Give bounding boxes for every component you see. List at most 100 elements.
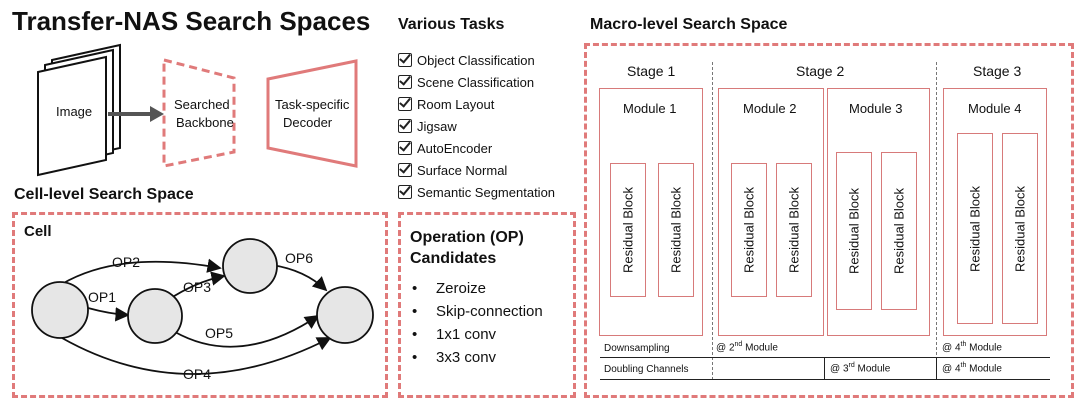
at-sign: @ <box>942 342 953 354</box>
residual-block-label: Residual Block <box>741 187 757 273</box>
residual-block: Residual Block <box>957 133 993 324</box>
cell-node-output <box>316 286 374 344</box>
op1-label: OP1 <box>88 289 117 305</box>
decoder-trapezoid <box>266 59 358 168</box>
checkbox-icon <box>398 141 412 155</box>
task-item: Scene Classification <box>398 71 555 93</box>
ordinal-number: 4 <box>954 342 961 354</box>
task-list: Object Classification Scene Classificati… <box>398 49 555 203</box>
residual-block-label: Residual Block <box>620 187 636 273</box>
module-4-label: Module 4 <box>968 101 1022 116</box>
image-frame-front <box>37 55 107 177</box>
task-label: Jigsaw <box>417 118 457 134</box>
doubling-label: Doubling Channels <box>604 364 689 375</box>
stage-2-label: Stage 2 <box>796 63 845 79</box>
residual-block-label: Residual Block <box>786 187 802 273</box>
module-word: Module <box>969 363 1002 375</box>
module-word: Module <box>857 363 891 375</box>
edge-op2 <box>61 258 222 285</box>
residual-block: Residual Block <box>731 163 767 297</box>
task-item: Jigsaw <box>398 115 555 137</box>
pipeline-diagram <box>37 43 358 177</box>
checkbox-icon <box>398 53 412 67</box>
cell-label: Cell <box>24 223 52 240</box>
op4-label: OP4 <box>183 366 212 382</box>
task-label: AutoEncoder <box>417 140 493 156</box>
op-candidates-heading-line1: Operation (OP) <box>410 229 524 246</box>
ordinal-number: 4 <box>954 363 961 375</box>
edge-op6 <box>271 264 328 292</box>
residual-block: Residual Block <box>658 163 694 297</box>
image-label: Image <box>56 104 93 119</box>
page-title: Transfer-NAS Search Spaces <box>12 6 371 36</box>
annotation-divider <box>600 357 1050 358</box>
edge-op1 <box>87 307 130 322</box>
decoder-label-line1: Task-specific <box>275 97 350 112</box>
module-word: Module <box>745 342 778 354</box>
stage-divider-1 <box>712 62 713 380</box>
task-item: Room Layout <box>398 93 555 115</box>
backbone-label-line2: Backbone <box>176 115 234 130</box>
op-candidates-heading-line2: Candidates <box>410 250 497 267</box>
macro-box <box>584 43 1074 398</box>
at-sign: @ <box>942 363 953 375</box>
doubling-at-module-3: @ 3rd Module <box>830 362 890 374</box>
decoder-label-line2: Decoder <box>283 115 333 130</box>
cell-graph <box>31 238 374 375</box>
residual-block-label: Residual Block <box>668 187 684 273</box>
residual-block: Residual Block <box>610 163 646 297</box>
op-candidates-list: Zeroize Skip-connection 1x1 conv 3x3 con… <box>412 280 543 372</box>
cell-space-heading: Cell-level Search Space <box>14 186 194 203</box>
downsampling-at-module-2: @ 2nd Module <box>716 341 778 353</box>
module-2-label: Module 2 <box>743 101 797 116</box>
checkbox-icon <box>398 75 412 89</box>
residual-block: Residual Block <box>836 152 872 310</box>
residual-block: Residual Block <box>1002 133 1038 324</box>
cell-node-1 <box>127 288 183 344</box>
op-candidate-item: Zeroize <box>412 280 543 303</box>
module-3-label: Module 3 <box>849 101 903 116</box>
ordinal-number: 2 <box>728 342 735 354</box>
at-sign: @ <box>716 342 727 354</box>
ordinal-suffix: th <box>960 341 967 348</box>
checkbox-icon <box>398 119 412 133</box>
cell-node-2 <box>222 238 278 294</box>
cell-node-input <box>31 281 89 339</box>
checkbox-icon <box>398 185 412 199</box>
at-sign: @ <box>830 363 841 375</box>
residual-block: Residual Block <box>881 152 917 310</box>
doubling-at-module-4: @ 4th Module <box>942 362 1002 374</box>
pipeline-arrow-head <box>150 106 164 122</box>
task-item: Semantic Segmentation <box>398 181 555 203</box>
op3-label: OP3 <box>183 279 212 295</box>
annotation-tick-3 <box>824 357 825 379</box>
module-word: Module <box>969 342 1002 354</box>
downsampling-at-module-4: @ 4th Module <box>942 341 1002 353</box>
checkbox-icon <box>398 163 412 177</box>
annotation-tick-4 <box>936 357 937 379</box>
op-candidate-item: 1x1 conv <box>412 326 543 349</box>
task-label: Semantic Segmentation <box>417 184 556 200</box>
task-item: AutoEncoder <box>398 137 555 159</box>
ordinal-suffix: rd <box>848 362 855 369</box>
residual-block: Residual Block <box>776 163 812 297</box>
task-label: Surface Normal <box>417 162 508 178</box>
residual-block-label: Residual Block <box>1012 185 1028 272</box>
macro-heading: Macro-level Search Space <box>590 16 788 33</box>
task-label: Scene Classification <box>417 74 535 90</box>
backbone-trapezoid <box>162 58 236 168</box>
backbone-label-line1: Searched <box>174 97 230 112</box>
op-candidate-item: Skip-connection <box>412 303 543 326</box>
ordinal-suffix: th <box>960 362 967 369</box>
annotation-bottom-line <box>600 379 1050 380</box>
stage-1-label: Stage 1 <box>627 63 676 79</box>
residual-block-label: Residual Block <box>891 188 907 274</box>
task-item: Surface Normal <box>398 159 555 181</box>
cell-space-box <box>12 212 388 398</box>
op5-label: OP5 <box>205 325 234 341</box>
residual-block-label: Residual Block <box>967 185 983 272</box>
task-label: Room Layout <box>417 96 495 112</box>
op-candidate-item: 3x3 conv <box>412 349 543 372</box>
task-label: Object Classification <box>417 52 535 68</box>
op6-label: OP6 <box>285 250 314 266</box>
